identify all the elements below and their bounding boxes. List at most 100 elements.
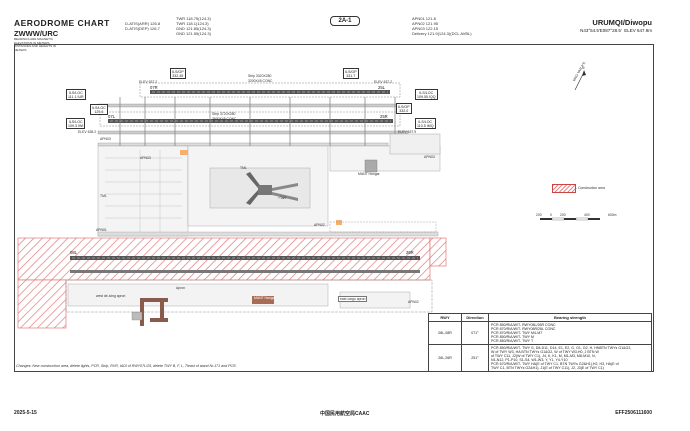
runway-label-25l: 25L [378,85,385,90]
hangar-small [131,311,143,321]
runway-label-25r: 25R [380,114,388,119]
rwy-cell: 26L,26R [428,344,462,372]
nav-freq: 109.3 IWI [68,123,84,128]
terminal-pier-east [272,183,298,191]
freq-line: APN03 122.15 [412,26,439,31]
construction-legend-label: - Construction area [576,186,605,190]
freq-line: APN01 121.8 [412,16,436,21]
nav-label: ILS/GP [345,69,357,74]
nav-freq: 331.7 [346,73,356,78]
apron-label-apn01: APN01 [96,228,107,232]
north-label: N [582,66,585,70]
strength-line: PCR 850/R/A/W/T- TWY G, D8-D11, D14, E1,… [491,346,632,350]
terminal-pier-east-2 [272,192,298,201]
taxiway-south-link-2 [329,221,437,233]
nav-freq: 332.45 [172,73,184,78]
bearing-strength-table: RWY Direction Bearing strength 08L,08R 0… [428,313,652,372]
nav-freq: 110.5 IMQ [417,123,434,128]
nav-label: ILS/LOC [68,119,83,124]
scale-label: 200 [560,213,566,217]
runway-label-07r: 07R [150,85,158,90]
strength-line: PCR 850/R/A/W/T- RWY08L/26R CONC [491,323,556,327]
col-bearing-strength: Bearing strength [488,313,652,322]
apron-label-apn03: APN03 [424,155,435,159]
nav-freq: 111.1 IUR [68,94,84,99]
nav-label: ILS/LOC [419,90,434,95]
apron-west [97,145,189,237]
strip-north-label: Strip 3320X280 [248,74,272,78]
terminal-core [258,185,272,195]
freq-line: D-ATIS(ARR) 126.8 [125,21,161,26]
freq-line: GND 121.85(124.3) [176,26,211,31]
elevation-label: ELEV 637.2 [139,80,158,84]
airport-code: ZWWW/URC [14,29,59,38]
taxiway-parallel-3 [97,142,389,147]
chart-number: 2A-1 [330,16,360,26]
strip-north [139,82,401,98]
construction-legend-swatch [552,184,576,193]
freq-line: TWR 118.75(124.3) [176,16,211,21]
strength-line: W of TWY W3, HA BTN TWYs G1&G2, W of TWY… [491,350,599,354]
nav-freq: 109.55 IQQ [417,94,436,99]
table-row: 08L,08R 071° PCR 850/R/A/W/T- RWY08L/26R… [428,321,652,345]
nav-label: ILS/LOC [92,105,106,110]
scale-label: 400 [584,213,590,217]
chart-title: AERODROME CHART [14,18,110,28]
construction-legend-text: Construction area [578,186,605,190]
tower-frequencies: TWR 118.75(124.3) TWR 118.1(124.3) GND 1… [176,16,211,36]
freq-line: D-ATIS(DEP) 126.7 [125,26,160,31]
north-arrow [574,70,586,91]
strength-line: PCR 850/R/A/W/T- TWY T [491,339,534,343]
apron-east-small [389,133,441,155]
col-direction: Direction [461,313,489,322]
apron-label-apn02: APN02 [314,223,325,227]
runway-label-08l: 08L [70,250,77,255]
taxiway-parallel-2 [97,130,409,135]
strength-line: PCR 870/R/A/W/T- RWY08R/26L CONC [491,327,556,331]
rwy-cell: 08L,08R [428,321,462,345]
apron-frequencies: APN01 121.8 APN02 121.95 APN03 122.15 De… [412,16,472,36]
effective-date: 2025-5-15 [14,410,37,416]
apron-label-apn02: APN02 [408,300,419,304]
runway-label-07l: 07L [108,114,115,119]
nav-freq: 332.0 [399,108,409,113]
mant-hangar-label: MANT Hangar [358,172,380,176]
freq-line: APN02 121.95 [412,21,439,26]
table-row: 26L,26R 251° PCR 850/R/A/W/T- TWY G, D8-… [428,344,652,372]
elevation-label: ELEV 638.2 [78,130,97,134]
apron-label-apn03: APN03 [100,137,111,141]
taxiway-south-link [97,231,439,237]
freq-line: TWR 118.1(124.3) [176,21,209,26]
mant-hangar-2-label: MANT Hangar [254,296,276,300]
runway-north-dims: 3200X45 CONC [248,79,273,83]
nav-label: ILS/LOC [68,90,83,95]
strength-cell: PCR 850/R/A/W/T- TWY G, D8-D11, D14, E1,… [488,344,652,372]
direction-cell: 071° [461,321,489,345]
publisher: 中国民用航空局CAAC [320,411,370,417]
east-cargo-apron-label: east cargo apron [338,296,368,302]
freq-line: GND 121.55(124.3) [176,31,211,36]
elevation-label: ELEV 637.2 [374,80,393,84]
nav-label: ILS/LOC [418,119,433,124]
changes-note: Changes: New construction area, delete l… [16,364,237,368]
direction-cell: 251° [461,344,489,372]
nav-label: ILS/GP [398,104,410,109]
scale-label: 200 [536,213,542,217]
strength-line: N1-N12, P1-P10, S1-S4, W1-W3, Y, Y1, Y4-… [491,358,568,362]
airport-elevation: ELEV 647.9m [624,28,652,33]
runway-label-26r: 26R [406,250,414,255]
col-rwy: RWY [428,313,462,322]
nav-freq: 129.6 [94,109,104,114]
table-header-row: RWY Direction Bearing strength [428,313,652,322]
elevation-label: ELEV 637.9 [398,130,417,134]
apron-label-apn03: APN03 [140,156,151,160]
atis-frequencies: D-ATIS(ARR) 126.8 D-ATIS(DEP) 126.7 [125,21,160,31]
chart-frame [14,44,654,372]
